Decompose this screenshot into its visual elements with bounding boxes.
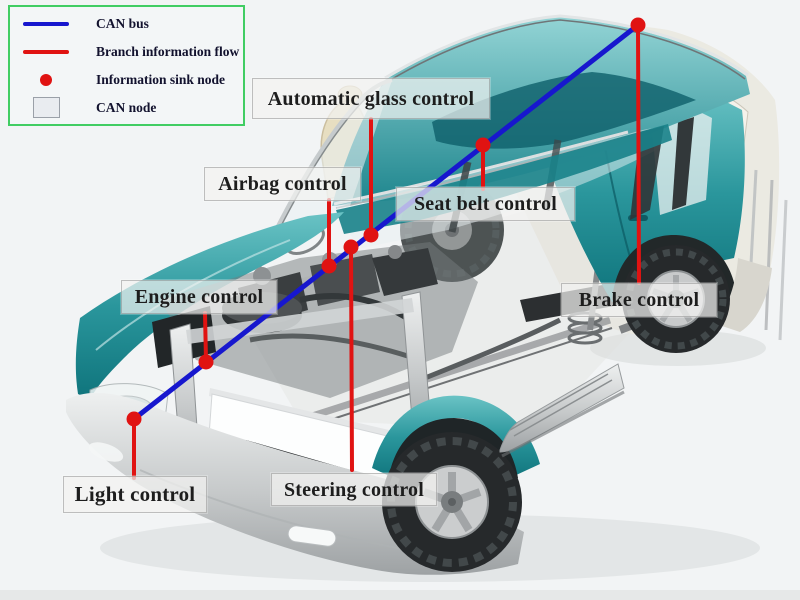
sink-node-dot-light-control (126, 411, 142, 427)
legend-label: CAN node (96, 99, 157, 115)
can-node-light-control: Light control (63, 476, 207, 513)
branch-flow-line-icon (23, 49, 69, 54)
car-roof (332, 14, 750, 209)
legend-item-can-bus: CAN bus (10, 10, 243, 37)
can-bus-line-icon (23, 21, 69, 26)
legend-item-can-node: CAN node (10, 94, 243, 121)
can-bus-line (131, 22, 641, 422)
legend-item-information-sink-node: Information sink node (10, 66, 243, 93)
legend-label: Information sink node (96, 71, 226, 87)
can-node-box-icon (32, 97, 60, 118)
sink-node-dot-brake-control (630, 17, 646, 33)
floor-strip (0, 590, 800, 600)
branch-line-steering-control (349, 246, 354, 472)
can-node-engine-control: Engine control (121, 280, 277, 314)
can-node-automatic-glass-control: Automatic glass control (252, 78, 490, 119)
legend-item-branch-information-flow: Branch information flow (10, 38, 243, 65)
can-node-seat-belt-control: Seat belt control (396, 187, 575, 221)
can-node-steering-control: Steering control (271, 473, 437, 506)
sink-node-dot-airbag-control (321, 258, 337, 274)
branch-line-engine-control (203, 311, 208, 363)
front-wheel (382, 432, 522, 572)
sink-node-dot-steering-control (343, 239, 359, 255)
sink-node-dot-engine-control (198, 354, 214, 370)
legend-label: CAN bus (96, 15, 149, 31)
running-board (499, 363, 625, 458)
legend: CAN bus Branch information flow Informat… (8, 5, 245, 126)
front-fender (372, 395, 540, 488)
sink-node-dot-icon (40, 73, 52, 86)
sink-node-dot-automatic-glass-control (363, 227, 379, 243)
can-node-airbag-control: Airbag control (204, 167, 361, 201)
sink-node-dot-seat-belt-control (475, 137, 491, 153)
legend-label: Branch information flow (96, 43, 240, 59)
branch-line-brake-control (636, 24, 641, 285)
can-bus-overlay (126, 17, 646, 480)
engine-bay (152, 242, 478, 479)
can-node-brake-control: Brake control (561, 283, 717, 317)
